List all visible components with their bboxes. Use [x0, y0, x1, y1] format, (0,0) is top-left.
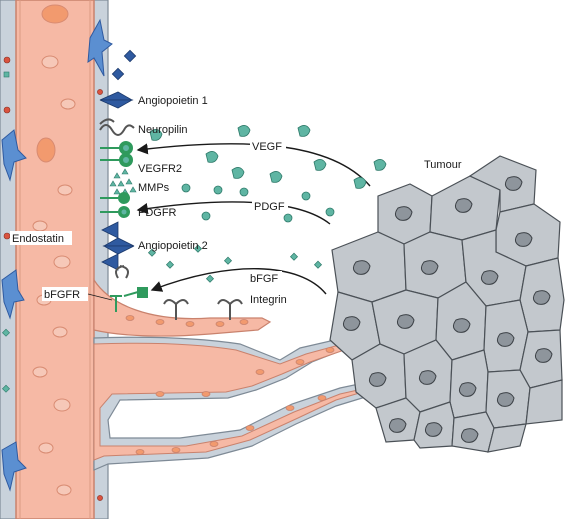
- label-pdgfr: PDGFR: [138, 207, 177, 219]
- red-blood-cells: [32, 4, 76, 496]
- pdgfr-receptors: [100, 192, 130, 218]
- vegf-particles: [149, 125, 387, 189]
- label-mmps: MMPs: [138, 182, 170, 194]
- label-angiopoietin-2: Angiopoietin 2: [138, 240, 208, 252]
- labels: Angiopoietin 1 Neuropilin VEGF VEGFR2 MM…: [10, 95, 462, 306]
- pdgf-particles: [181, 183, 335, 223]
- label-neuropilin: Neuropilin: [138, 124, 188, 136]
- label-bfgf: bFGF: [250, 273, 278, 285]
- angiopoietin-2-receptors: [101, 221, 135, 271]
- label-tumour: Tumour: [424, 159, 462, 171]
- label-angiopoietin-1: Angiopoietin 1: [138, 95, 208, 107]
- angiopoietin-1-molecules: [99, 49, 137, 109]
- label-endostatin: Endostatin: [12, 233, 64, 245]
- mmps-particles: [109, 168, 137, 195]
- endostatin-molecules: [3, 56, 103, 501]
- neuropilin-receptor: [99, 118, 135, 136]
- vessel-sprouts: [93, 277, 383, 471]
- bfgf-arrow: [150, 268, 327, 295]
- label-vegf: VEGF: [252, 141, 282, 153]
- label-vegfr2: VEGFR2: [138, 163, 182, 175]
- integrin-receptors: [115, 265, 243, 320]
- bfgfr-receptor: [110, 287, 148, 312]
- label-pdgf: PDGF: [254, 201, 285, 213]
- bfgf-particles: [147, 244, 323, 283]
- main-blood-vessel: [0, 0, 113, 519]
- pericytes: [1, 18, 113, 492]
- vegfr2-receptors: [100, 141, 133, 167]
- tumour-mass: [329, 155, 565, 453]
- label-bfgfr: bFGFR: [44, 289, 80, 301]
- label-integrin: Integrin: [250, 294, 287, 306]
